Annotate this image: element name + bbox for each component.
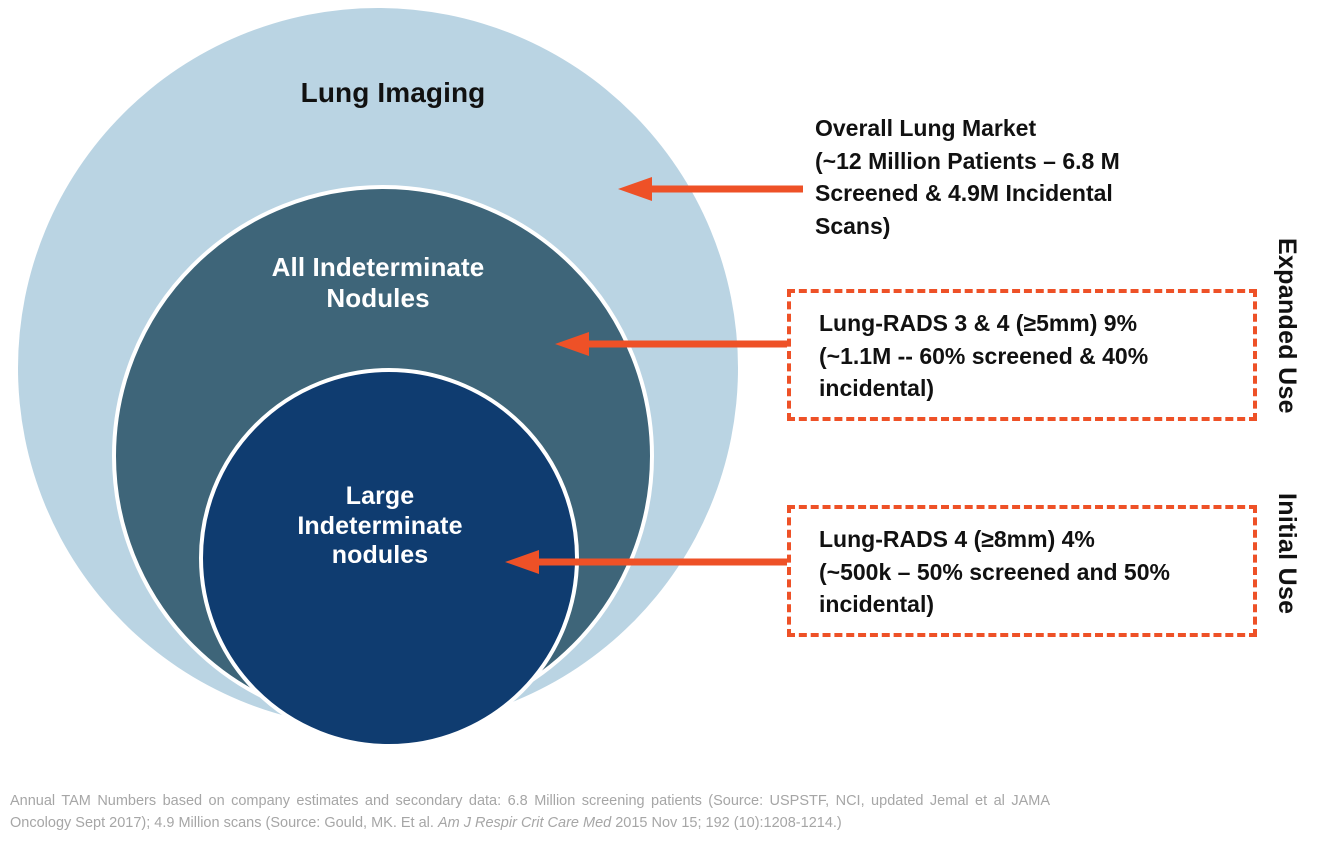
callout-overall-line3: Screened & 4.9M Incidental bbox=[815, 180, 1113, 207]
callout-rads34-line3: incidental) bbox=[819, 375, 935, 402]
label-large-indeterminate-line1: Large bbox=[345, 482, 415, 510]
callout-overall-lung-market[interactable]: Overall Lung Market (~12 Million Patient… bbox=[815, 112, 1270, 243]
side-label-initial-use: Initial Use bbox=[1273, 493, 1301, 615]
label-lung-imaging: Lung Imaging bbox=[158, 76, 628, 109]
arrow-to-large-indeterminate-nodules bbox=[505, 549, 805, 575]
callout-overall-line2: (~12 Million Patients – 6.8 M bbox=[815, 147, 1120, 174]
callout-lung-rads-3-and-4[interactable]: Lung-RADS 3 & 4 (≥5mm) 9% (~1.1M -- 60% … bbox=[787, 289, 1257, 421]
arrow-to-lung-imaging bbox=[618, 176, 803, 202]
label-large-indeterminate-nodules: Large Indeterminate nodules bbox=[235, 482, 525, 571]
callout-rads4-line1: Lung-RADS 4 (≥8mm) 4% bbox=[819, 526, 1095, 552]
label-large-indeterminate-line2: Indeterminate bbox=[297, 511, 463, 540]
callout-rads34-line2: (~1.1M -- 60% screened & 40% bbox=[819, 342, 1149, 369]
callout-lung-rads-4[interactable]: Lung-RADS 4 (≥8mm) 4% (~500k – 50% scree… bbox=[787, 505, 1257, 637]
label-all-indeterminate-line2: Nodules bbox=[326, 282, 430, 313]
footnote-journal-name: Am J Respir Crit Care Med bbox=[437, 815, 612, 832]
arrow-to-all-indeterminate-nodules bbox=[555, 331, 803, 357]
callout-overall-line1: Overall Lung Market bbox=[815, 115, 1037, 141]
footnote-part1: Annual TAM Numbers based on company esti… bbox=[10, 793, 1050, 832]
circle-large-indeterminate-nodules[interactable] bbox=[199, 368, 579, 748]
concentric-circle-diagram: Lung Imaging All Indeterminate Nodules L… bbox=[18, 8, 738, 748]
label-large-indeterminate-line3: nodules bbox=[331, 541, 429, 569]
label-lung-imaging-text: Lung Imaging bbox=[300, 77, 486, 108]
callout-rads4-line3: incidental) bbox=[819, 591, 935, 618]
callout-rads34-line1: Lung-RADS 3 & 4 (≥5mm) 9% bbox=[819, 310, 1138, 336]
label-all-indeterminate-line1: All Indeterminate bbox=[271, 252, 485, 282]
footnote-part2: 2015 Nov 15; 192 (10):1208-1214.) bbox=[611, 815, 842, 832]
callout-rads4-line2: (~500k – 50% screened and 50% bbox=[819, 558, 1170, 585]
label-all-indeterminate-nodules: All Indeterminate Nodules bbox=[178, 252, 578, 313]
side-label-expanded-use: Expanded Use bbox=[1273, 238, 1301, 414]
footnote-source-note: Annual TAM Numbers based on company esti… bbox=[10, 790, 1050, 835]
callout-overall-line4: Scans) bbox=[815, 212, 891, 239]
